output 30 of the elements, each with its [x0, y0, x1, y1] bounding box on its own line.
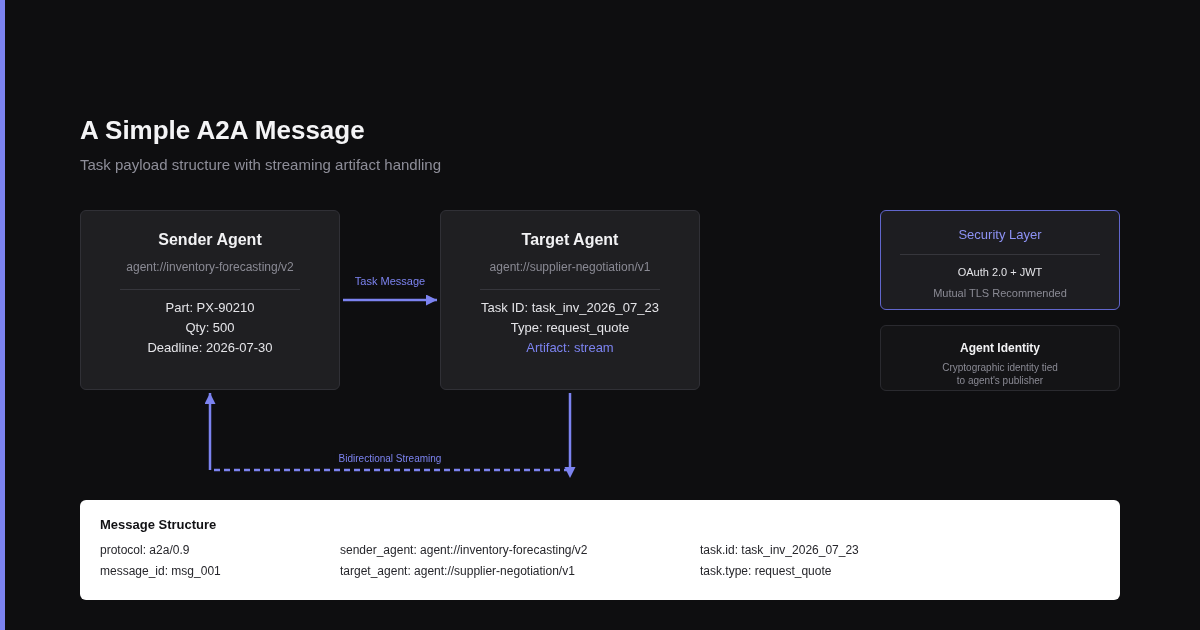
field-text: Qty: 500	[185, 319, 235, 337]
title: A Simple A2A Message	[80, 114, 365, 146]
field-entry: target_agent: agent://supplier-negotiation/v1	[340, 563, 576, 580]
description-text: Cryptographic identity tied to agent's publisher	[941, 361, 1059, 387]
agent-card	[440, 210, 700, 390]
field-entry: protocol: a2a/0.9	[100, 542, 191, 559]
agent-card	[80, 210, 340, 390]
field-entry: sender_agent: agent://inventory-forecasting/v2	[340, 542, 589, 559]
security-card	[880, 210, 1120, 310]
card-title: Target Agent	[521, 230, 619, 250]
subtitle: Task payload structure with streaming artifact handling	[80, 155, 441, 175]
field-text: Deadline: 2026-07-30	[147, 339, 273, 357]
arrow	[343, 294, 437, 306]
detail-text: OAuth 2.0 + JWT	[957, 264, 1043, 280]
field-text: Task ID: task_inv_2026_07_23	[481, 299, 659, 317]
panel-heading: Message Structure	[100, 516, 217, 534]
field-entry: task.type: request_quote	[700, 563, 833, 580]
detail-text: Mutual TLS Recommended	[933, 285, 1067, 301]
field-text: Type: request_quote	[510, 319, 630, 337]
identity-card	[880, 325, 1120, 391]
field-entry: message_id: msg_001	[100, 563, 222, 580]
agent-uri: agent://inventory-forecasting/v2	[126, 259, 294, 275]
card-title: Sender Agent	[158, 230, 262, 250]
field-text: Artifact: stream	[526, 339, 614, 357]
card-title: Security Layer	[958, 225, 1042, 244]
field-entry: task.id: task_inv_2026_07_23	[700, 542, 860, 559]
agent-uri: agent://supplier-negotiation/v1	[489, 259, 651, 275]
field-text: Part: PX-90210	[165, 299, 255, 317]
card-title: Agent Identity	[960, 340, 1040, 356]
message-panel	[80, 500, 1120, 600]
